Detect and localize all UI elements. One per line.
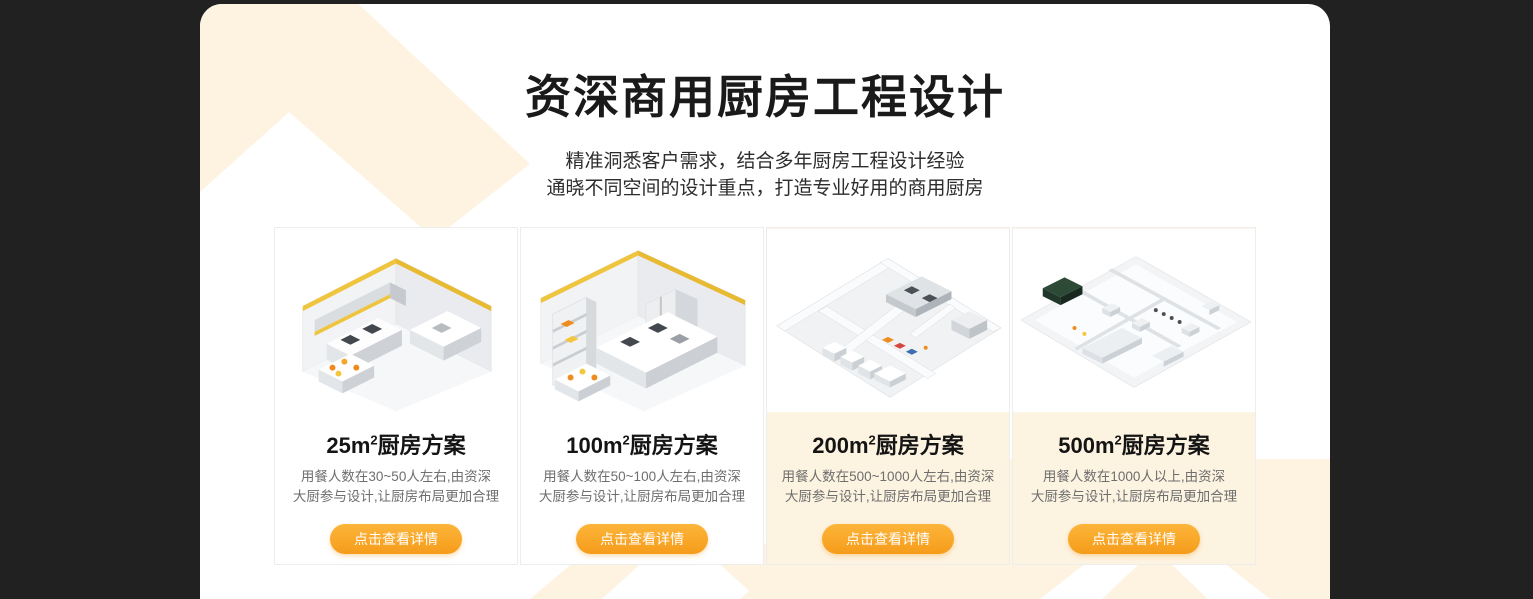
view-details-button[interactable]: 点击查看详情 <box>330 524 462 554</box>
card-title: 200m2厨房方案 <box>767 428 1009 460</box>
view-details-button[interactable]: 点击查看详情 <box>822 524 954 554</box>
kitchen-plan-card-500sqm: 500m2厨房方案 用餐人数在1000人以上,由资深 大厨参与设计,让厨房布局更… <box>1012 227 1256 565</box>
kitchen-100sqm-isometric-render-image <box>521 228 763 413</box>
page-subtitle: 精准洞悉客户需求，结合多年厨房工程设计经验 通晓不同空间的设计重点，打造专业好用… <box>200 148 1330 202</box>
card-description-line-1: 用餐人数在500~1000人左右,由资深 <box>781 469 995 484</box>
card-area-superscript: 2 <box>868 432 876 448</box>
main-section: 资深商用厨房工程设计 精准洞悉客户需求，结合多年厨房工程设计经验 通晓不同空间的… <box>200 4 1330 599</box>
card-title: 500m2厨房方案 <box>1013 428 1255 460</box>
kitchen-plan-card-25sqm: 25m2厨房方案 用餐人数在30~50人左右,由资深 大厨参与设计,让厨房布局更… <box>274 227 518 565</box>
card-description-line-1: 用餐人数在1000人以上,由资深 <box>1042 469 1226 484</box>
kitchen-plan-cards: 25m2厨房方案 用餐人数在30~50人左右,由资深 大厨参与设计,让厨房布局更… <box>200 227 1330 565</box>
kitchen-200sqm-isometric-render-image <box>767 228 1009 413</box>
view-details-button[interactable]: 点击查看详情 <box>1068 524 1200 554</box>
card-description-line-2: 大厨参与设计,让厨房布局更加合理 <box>292 489 500 504</box>
card-title-text: 厨房方案 <box>629 433 718 458</box>
card-area-number: 500m <box>1058 433 1115 458</box>
card-description: 用餐人数在30~50人左右,由资深 大厨参与设计,让厨房布局更加合理 <box>275 467 517 507</box>
card-area-number: 100m <box>566 433 623 458</box>
kitchen-plan-card-100sqm: 100m2厨房方案 用餐人数在50~100人左右,由资深 大厨参与设计,让厨房布… <box>520 227 764 565</box>
view-details-button[interactable]: 点击查看详情 <box>576 524 708 554</box>
card-area-superscript: 2 <box>370 432 378 448</box>
card-title-text: 厨房方案 <box>1121 433 1210 458</box>
card-title-text: 厨房方案 <box>377 433 466 458</box>
card-title: 100m2厨房方案 <box>521 428 763 460</box>
card-title: 25m2厨房方案 <box>275 428 517 460</box>
card-description-line-1: 用餐人数在50~100人左右,由资深 <box>543 469 741 484</box>
card-description-line-2: 大厨参与设计,让厨房布局更加合理 <box>784 489 992 504</box>
card-area-number: 25m <box>326 433 371 458</box>
card-area-superscript: 2 <box>1114 432 1122 448</box>
subtitle-line-2: 通晓不同空间的设计重点，打造专业好用的商用厨房 <box>546 178 984 199</box>
card-description-line-2: 大厨参与设计,让厨房布局更加合理 <box>1030 489 1238 504</box>
page-title: 资深商用厨房工程设计 <box>525 71 1005 123</box>
card-description: 用餐人数在1000人以上,由资深 大厨参与设计,让厨房布局更加合理 <box>1013 467 1255 507</box>
subtitle-line-1: 精准洞悉客户需求，结合多年厨房工程设计经验 <box>565 151 965 172</box>
card-description-line-1: 用餐人数在30~50人左右,由资深 <box>300 469 492 484</box>
kitchen-500sqm-isometric-render-image <box>1013 228 1255 413</box>
kitchen-plan-card-200sqm: 200m2厨房方案 用餐人数在500~1000人左右,由资深 大厨参与设计,让厨… <box>766 227 1010 565</box>
card-description: 用餐人数在500~1000人左右,由资深 大厨参与设计,让厨房布局更加合理 <box>767 467 1009 507</box>
card-area-superscript: 2 <box>622 432 630 448</box>
card-description: 用餐人数在50~100人左右,由资深 大厨参与设计,让厨房布局更加合理 <box>521 467 763 507</box>
card-description-line-2: 大厨参与设计,让厨房布局更加合理 <box>538 489 746 504</box>
section-header: 资深商用厨房工程设计 精准洞悉客户需求，结合多年厨房工程设计经验 通晓不同空间的… <box>200 4 1330 202</box>
card-title-text: 厨房方案 <box>875 433 964 458</box>
card-area-number: 200m <box>812 433 869 458</box>
kitchen-25sqm-isometric-render-image <box>275 228 517 413</box>
